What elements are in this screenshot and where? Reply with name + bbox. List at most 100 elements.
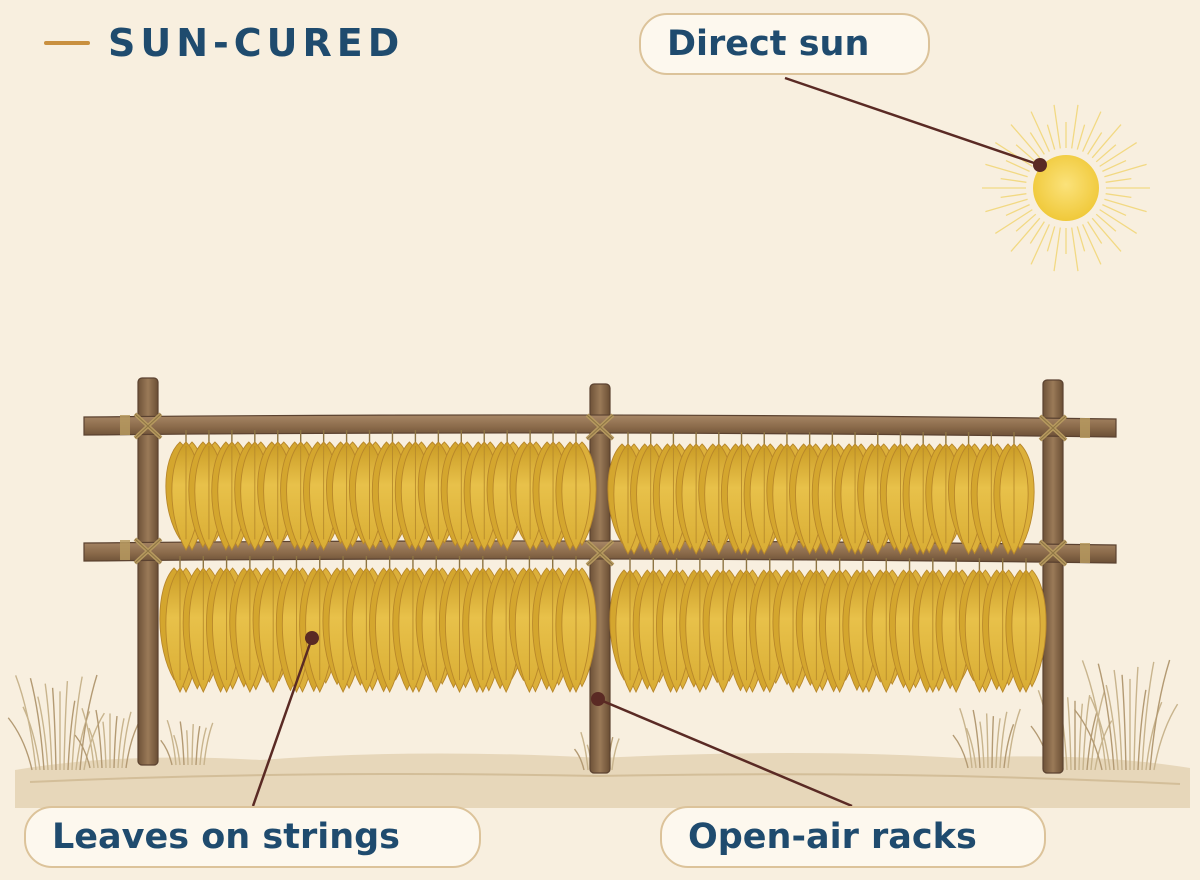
grass-blade: [1105, 684, 1119, 771]
grass-blade: [1149, 659, 1171, 771]
sun-ray: [1095, 213, 1117, 232]
sun-ray: [1030, 111, 1050, 152]
grass-blade: [113, 716, 118, 769]
callout-open-air-racks: Open-air racks: [660, 806, 1046, 868]
sun-ray: [1105, 177, 1132, 183]
sun-ray: [1076, 226, 1086, 252]
tobacco-leaf-icon: [555, 430, 597, 551]
grass-blade: [88, 727, 99, 769]
grass-blade: [573, 748, 585, 771]
grass-blade: [7, 717, 33, 771]
tobacco-leaves: [159, 430, 1047, 693]
leaves-leader-line: [251, 637, 314, 807]
grass-blade: [121, 711, 132, 769]
rope-wrap: [1080, 418, 1090, 438]
sun-ray: [1104, 198, 1147, 213]
rope-lashing-detail: [1039, 540, 1067, 566]
grass-blade: [95, 709, 103, 769]
callout-leaders: [251, 76, 1047, 808]
grass-blade: [117, 718, 125, 769]
grass-blade: [44, 683, 53, 771]
grass-blade: [1082, 694, 1091, 771]
grass-blade: [29, 677, 45, 771]
sun-ray: [1015, 144, 1037, 163]
grass-blade: [203, 722, 214, 766]
rope-lashing-detail: [586, 414, 614, 440]
grass-blade: [611, 738, 620, 771]
grass-blade: [179, 721, 185, 766]
sun-ray: [1076, 124, 1086, 150]
grass-blade: [972, 709, 981, 769]
sun-ray: [1015, 213, 1037, 232]
grass-blade: [995, 718, 1001, 769]
sun-ray: [1005, 159, 1030, 172]
sun-ray: [1005, 204, 1030, 217]
section-title: SUN-CURED: [44, 20, 404, 66]
tobacco-leaf-icon: [1005, 558, 1047, 693]
grass-blade: [580, 731, 589, 771]
rack-post-left: [137, 377, 159, 766]
grass-blade: [102, 721, 107, 769]
leaves-leader-dot: [305, 631, 319, 645]
sun-ray: [1046, 124, 1056, 150]
grass-blade: [1066, 697, 1072, 771]
grass-blade: [195, 725, 201, 766]
sun-ray: [1091, 217, 1122, 252]
grass-blade: [186, 730, 189, 766]
sun-ray: [1099, 209, 1138, 234]
grass-blade: [965, 727, 977, 769]
rope-lashing-detail: [134, 413, 162, 439]
sun-ray: [1087, 132, 1103, 155]
rope-wrap: [1080, 543, 1090, 563]
grass-blade: [191, 724, 194, 766]
sun-ray: [1010, 124, 1041, 159]
grass-blade: [1003, 724, 1015, 769]
sun-ray: [1010, 217, 1041, 252]
grass-blade: [125, 723, 139, 769]
grass-blade: [22, 706, 41, 771]
dirt-ground: [15, 753, 1190, 808]
grass-blade: [166, 719, 177, 766]
grass-blade: [999, 711, 1008, 769]
grass-blade: [1141, 661, 1155, 771]
sun-ray: [994, 209, 1033, 234]
grass-blade: [1081, 660, 1107, 771]
rack-post-center: [589, 383, 611, 774]
grass-blade: [952, 734, 969, 769]
grass-blade: [67, 700, 76, 771]
racks-leader-dot: [591, 692, 605, 706]
grass-blade: [37, 696, 49, 771]
page-title: SUN-CURED: [108, 21, 405, 65]
grass-blade: [173, 734, 181, 766]
grass-blade: [79, 674, 98, 771]
grass-blade: [81, 707, 95, 769]
sun-ray: [1071, 104, 1079, 149]
sun-ray: [1102, 204, 1127, 217]
grass-blade: [1121, 674, 1127, 771]
grass-blade: [1078, 703, 1084, 771]
sun-ray: [1099, 142, 1138, 167]
sun-ray: [1053, 104, 1061, 149]
sun-ray: [1029, 221, 1045, 244]
grass-blade: [1097, 663, 1115, 771]
sun-ray: [1091, 124, 1122, 159]
title-accent-dash: [44, 41, 90, 45]
grass-blade: [63, 680, 69, 771]
tobacco-leaf-icon: [993, 432, 1035, 555]
grass-blade: [75, 711, 91, 771]
grass-blade: [51, 687, 57, 771]
sun-leader-line: [784, 76, 1041, 167]
sun-ray: [1105, 193, 1132, 199]
grass-blade: [1137, 689, 1147, 771]
grass-blade: [1090, 691, 1106, 771]
grass-blade: [991, 716, 995, 769]
sun-ray: [994, 142, 1033, 167]
rope-wrap: [120, 415, 130, 435]
racks-leader-line: [597, 697, 853, 808]
rope-wrap: [120, 540, 130, 560]
sun-icon: [982, 104, 1150, 272]
sun-disc: [1033, 155, 1099, 221]
grass-blade: [1145, 701, 1163, 771]
sun-ray: [1030, 224, 1050, 265]
